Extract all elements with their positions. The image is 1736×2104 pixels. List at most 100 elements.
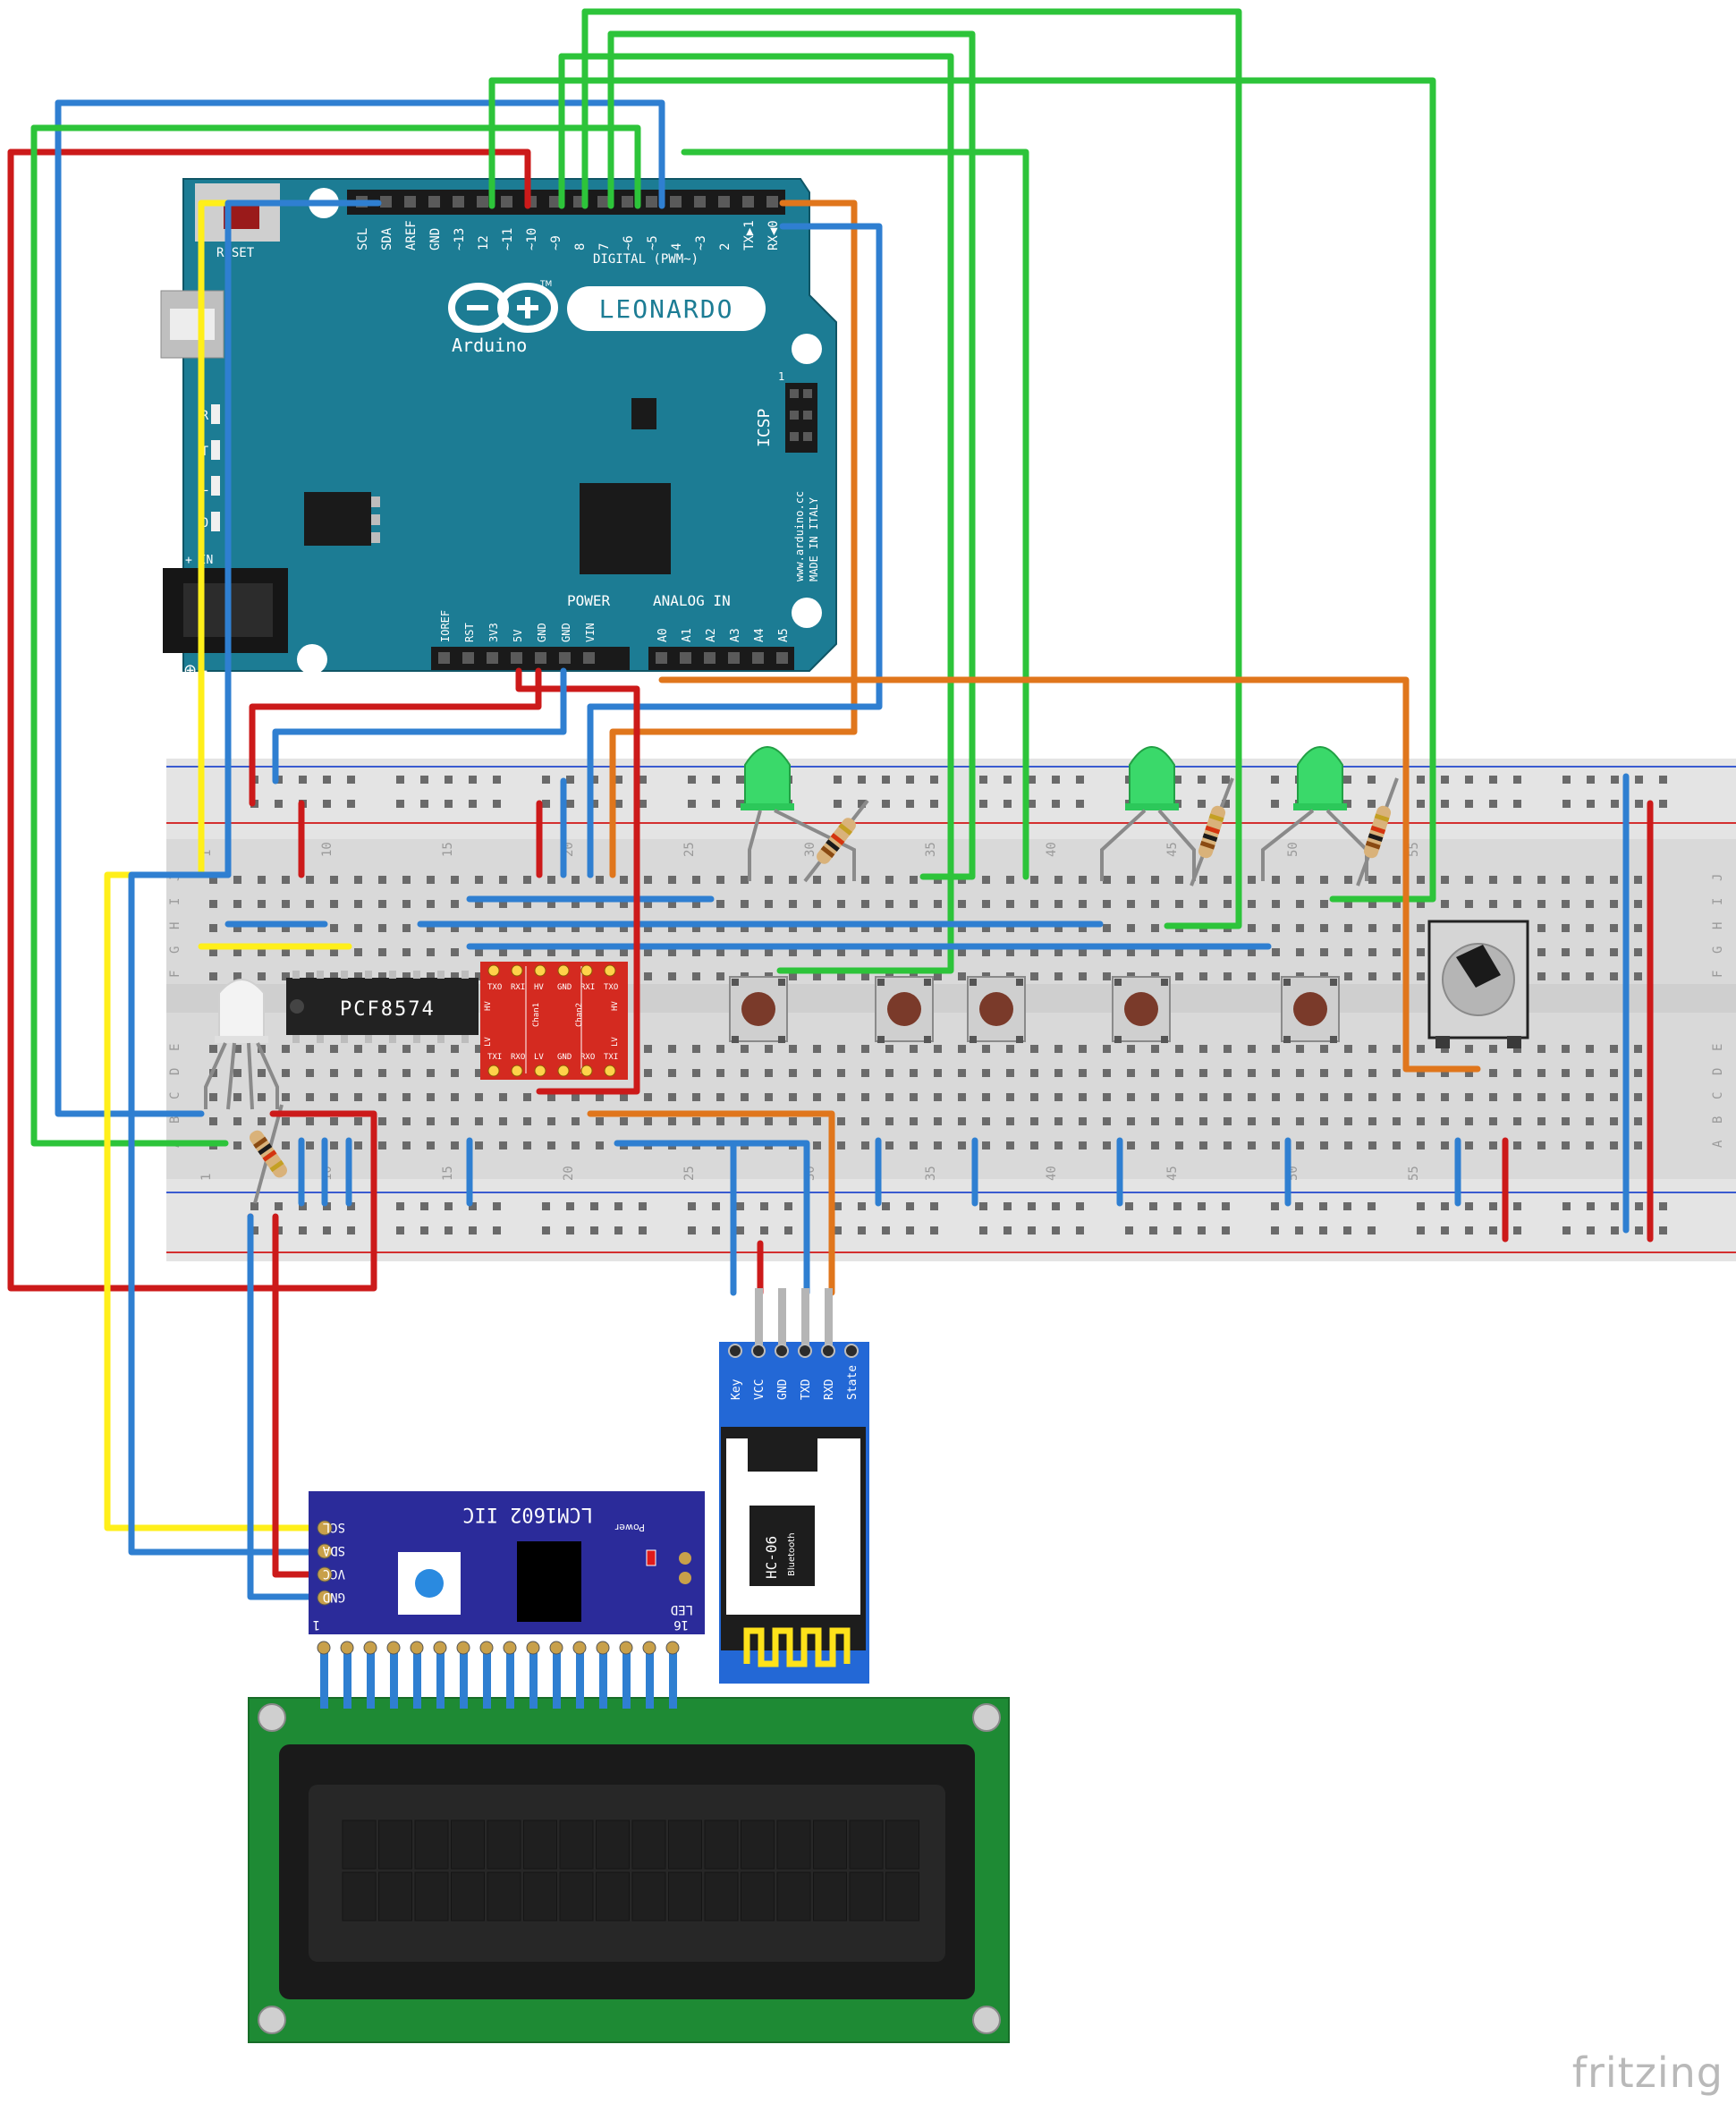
row-letter: G [168,946,182,954]
i2c-pin-label: SCL [323,1520,345,1534]
col-number: 40 [1045,842,1059,857]
push-button[interactable] [967,976,1026,1043]
wire_orange-jumper[interactable] [658,676,1481,1073]
reset-label: RESET [216,246,255,260]
lcd-1602 [248,1697,1010,2043]
power-label: POWER [567,592,611,609]
level-shifter-pin: HV [534,983,544,992]
pin-1-label: 1 [313,1617,320,1632]
row-letter: G [1711,946,1725,954]
wire_blue-jumper[interactable] [224,199,382,878]
wire_blue-jumper[interactable] [55,99,665,209]
wire_blue-jumper[interactable] [128,871,328,1556]
wire_green-jumper[interactable] [681,148,1029,880]
analog-label: ANALOG IN [653,592,731,609]
analog-pin-label: A5 [777,628,791,642]
row-letter: A [1711,1140,1725,1148]
hc06-chip-label: HC-06 [763,1536,780,1579]
push-button[interactable] [729,976,788,1043]
mount-hole [792,598,822,628]
wire_blue-jumper[interactable] [614,1140,810,1296]
wire_green-jumper[interactable] [581,8,1242,929]
wire_blue-jumper[interactable] [55,99,205,1117]
i2c-pin-label: GND [323,1590,345,1604]
wire_red-jumper[interactable] [272,1213,328,1578]
level-shifter-side: LV [484,1037,493,1047]
board-name: LEONARDO [599,294,734,324]
side-text-2: MADE IN ITALY [808,496,820,581]
col-number: 20 [562,1166,576,1181]
icsp-label: ICSP [755,408,774,447]
digital-pin-label: 4 [670,243,684,250]
wire_green-jumper[interactable] [558,53,954,974]
col-number: 15 [441,842,455,857]
wire_green-jumper[interactable] [30,124,229,1147]
wire_blue-jumper[interactable] [272,667,567,785]
hc06-pin-label: State [846,1365,860,1400]
row-letter: B [1711,1116,1725,1124]
digital-pin-label: ~3 [694,235,708,250]
wire_red-jumper[interactable] [7,148,531,209]
row-letter: E [1711,1044,1725,1051]
mount-hole [792,334,822,364]
wire_orange-jumper[interactable] [609,199,858,878]
antenna-icon [743,1627,851,1667]
wire_green-jumper[interactable] [488,77,1436,903]
digital-pin-label: ~13 [453,228,467,250]
analog-pin-label: A4 [753,628,766,642]
screw-icon [972,1703,1001,1732]
level-shifter-pin: GND [557,1053,572,1062]
col-number: 1 [199,1174,214,1181]
row-letter: D [168,1068,182,1075]
i2c-pin-label: VCC [323,1566,345,1581]
row-letter: J [1711,874,1725,881]
pcf8574-chip: PCF8574 [286,971,478,1043]
pcf-label: PCF8574 [340,998,436,1021]
row-letter: B [168,1116,182,1124]
wire_orange-jumper[interactable] [587,1110,835,1296]
bt-chip [749,1506,815,1586]
digital-pin-label: ~9 [549,235,563,250]
digital-label: DIGITAL (PWM~) [593,252,699,267]
power-header [431,647,630,670]
col-number: 30 [803,842,817,857]
resistor [1356,777,1399,887]
screw-icon [258,1703,286,1732]
level-shifter-side: LV [611,1037,620,1047]
wire_red-jumper[interactable] [515,667,640,1095]
wire_red-jumper[interactable] [7,148,377,1292]
rgb-led [204,979,279,1110]
col-number: 45 [1165,1166,1180,1181]
resistor [1190,777,1234,887]
push-button[interactable] [1112,976,1171,1043]
row-letter: C [168,1092,182,1099]
wire_green-jumper[interactable] [30,124,641,209]
digital-pin-label: 12 [477,235,491,250]
wire_red-jumper[interactable] [249,667,542,807]
digital-pin-label: TX▶1 [742,220,757,250]
analog-pin-label: A0 [656,628,670,642]
push-button[interactable] [1281,976,1340,1043]
level-shifter-pin: TXI [487,1053,502,1062]
potentiometer[interactable] [1427,920,1529,1048]
hc06-pin-label: GND [776,1379,790,1400]
digital-pin-label: ~6 [622,235,636,250]
level-shifter-pin: RXO [511,1053,525,1062]
digital-pin-label: SCL [356,228,370,250]
level-shifter-pin: LV [534,1053,544,1062]
col-number: 55 [1407,842,1421,857]
digital-pin-label: AREF [404,220,419,250]
row-letter: I [168,898,182,905]
digital-pin-label: 8 [573,243,588,250]
wire_blue-jumper[interactable] [247,1213,328,1600]
level-shifter-pin: RXO [580,1053,595,1062]
green-led [1100,746,1196,881]
push-button[interactable] [875,976,934,1043]
row-letter: I [1711,898,1725,905]
col-number: 50 [1286,842,1300,857]
power-pin-label: GND [536,623,548,642]
